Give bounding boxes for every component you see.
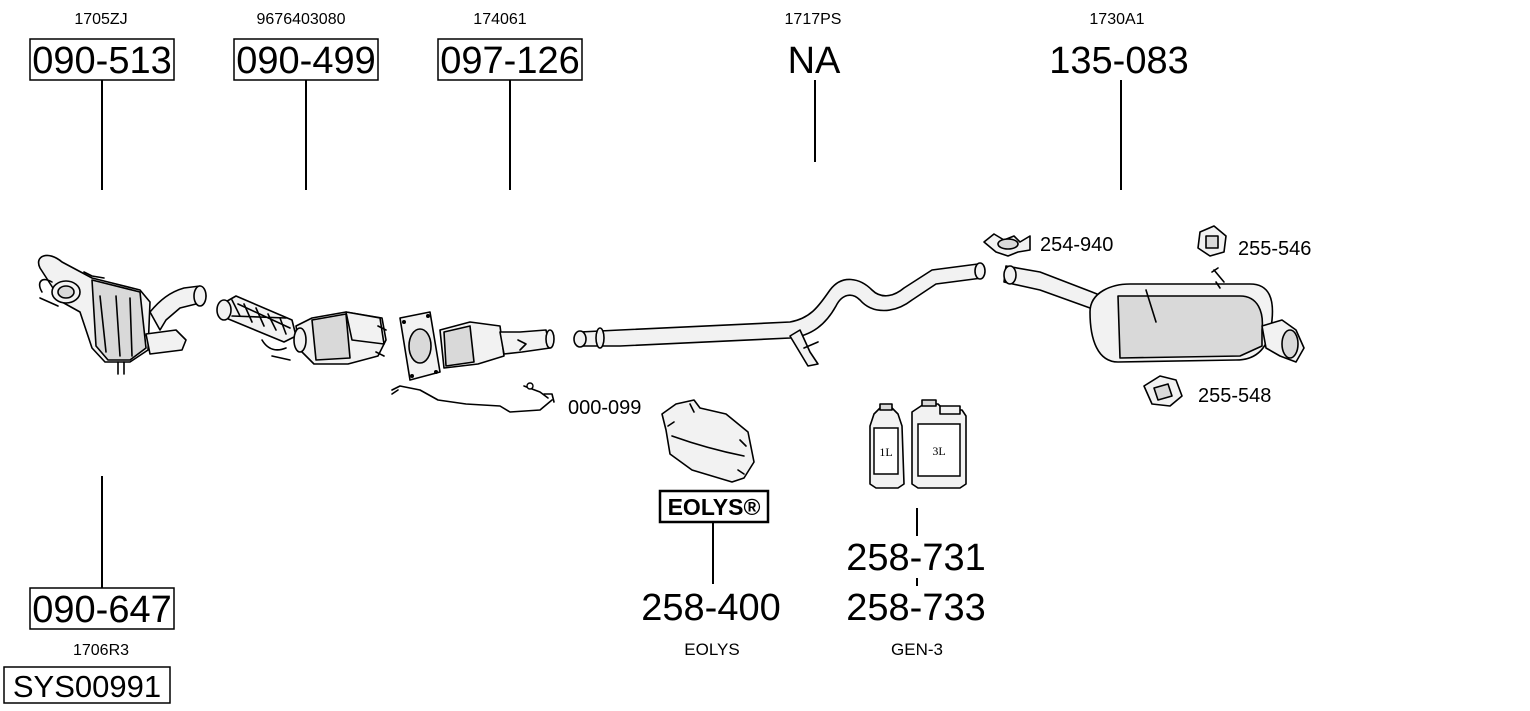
part-number-box	[29, 587, 175, 630]
part-number-box	[233, 38, 379, 81]
middle-pipe-drawing	[573, 262, 986, 367]
oem-number: 1717PS	[785, 11, 842, 28]
bottle-label-3l: 3L	[932, 444, 945, 458]
part-number-box	[29, 38, 175, 81]
rubber-mount-255-548[interactable]: 255-548	[1143, 375, 1271, 407]
system-code-box	[3, 666, 171, 704]
part-number[interactable]: 255-546	[1238, 238, 1311, 260]
part-number[interactable]: NA	[788, 40, 841, 82]
part-number-box	[437, 38, 583, 81]
turbo-elbow-drawing	[37, 254, 207, 375]
part-090-499[interactable]: 9676403080 090-499	[233, 11, 379, 190]
catalyst-drawing	[216, 295, 387, 365]
oem-number: 1706R3	[73, 642, 129, 659]
system-code-text: SYS00991	[13, 669, 161, 704]
oem-number: 9676403080	[257, 11, 346, 28]
part-number-2[interactable]: 258-733	[846, 587, 985, 629]
part-na[interactable]: 1717PS NA	[785, 11, 842, 162]
bottle-label-1l: 1L	[879, 445, 892, 459]
part-number[interactable]: 000-099	[568, 397, 641, 419]
oem-number: 174061	[473, 11, 526, 28]
part-135-083[interactable]: 1730A1 135-083	[1049, 11, 1189, 190]
part-number[interactable]: 090-513	[32, 40, 171, 82]
part-number-1[interactable]: 258-731	[846, 537, 985, 579]
part-090-647[interactable]: 090-647 1706R3	[29, 476, 175, 659]
dpf-drawing	[391, 311, 555, 413]
part-number[interactable]: 090-647	[32, 589, 171, 631]
clamp-254-940[interactable]: 254-940	[983, 233, 1113, 257]
part-number[interactable]: 097-126	[440, 40, 579, 82]
rubber-mount-255-546[interactable]: 255-546	[1197, 225, 1311, 283]
caption: GEN-3	[891, 640, 943, 659]
part-number[interactable]: 258-400	[641, 587, 780, 629]
eolys-logo: EOLYS®	[668, 494, 761, 520]
part-number[interactable]: 090-499	[236, 40, 375, 82]
part-number[interactable]: 135-083	[1049, 40, 1188, 82]
part-number[interactable]: 255-548	[1198, 385, 1271, 407]
oem-number: 1730A1	[1089, 11, 1144, 28]
rear-silencer-drawing	[1003, 265, 1305, 363]
caption: EOLYS	[684, 640, 739, 659]
part-number[interactable]: 254-940	[1040, 234, 1113, 256]
gen3-fluid[interactable]: 1L 3L 258-731 258-733 GEN-3	[846, 399, 986, 659]
part-090-513[interactable]: 1705ZJ 090-513	[29, 11, 175, 190]
oem-number: 1705ZJ	[74, 11, 127, 28]
eolys-additive[interactable]: EOLYS® 258-400 EOLYS	[641, 399, 781, 659]
system-code[interactable]: SYS00991	[3, 666, 171, 704]
sensor-000-099[interactable]: 000-099	[568, 397, 641, 419]
part-097-126[interactable]: 174061 097-126	[437, 11, 583, 190]
